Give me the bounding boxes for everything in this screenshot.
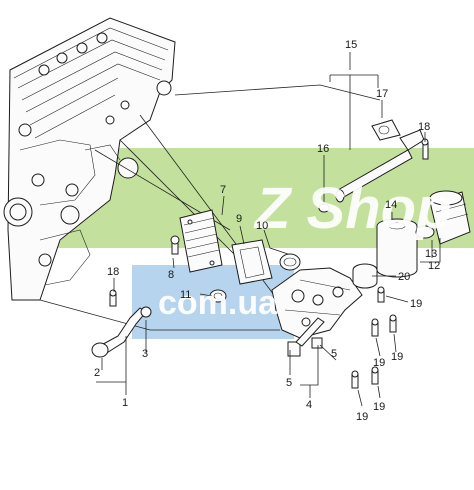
cap-20 <box>352 263 378 289</box>
oil-filter-housing <box>271 267 363 339</box>
callout-4: 4 <box>306 399 312 411</box>
fitting-4-5 <box>287 317 325 357</box>
callout-10: 10 <box>256 220 268 232</box>
oring-11 <box>209 289 227 303</box>
bolt-8 <box>170 235 180 255</box>
ref-line-top-border <box>174 84 381 101</box>
callout-5-b: 5 <box>286 377 292 389</box>
callout-18-top: 18 <box>418 121 430 133</box>
callout-18-left: 18 <box>107 266 119 278</box>
filter-element-14 <box>376 218 418 278</box>
filter-cap-12 <box>429 190 471 245</box>
callout-12: 12 <box>428 260 440 272</box>
bolts-19 <box>351 286 397 389</box>
pipe-16 <box>335 129 425 203</box>
callout-20: 20 <box>398 271 410 283</box>
engine-block <box>3 17 176 301</box>
callout-15: 15 <box>345 39 357 51</box>
oil-cooler <box>179 209 223 273</box>
callout-9: 9 <box>236 213 242 225</box>
callout-5-a: 5 <box>331 348 337 360</box>
callout-14: 14 <box>385 199 397 211</box>
gasket-9 <box>231 239 273 285</box>
callout-11: 11 <box>180 289 191 301</box>
callout-19-a: 19 <box>410 298 422 310</box>
watermark-domain-text: com.ua <box>158 284 278 322</box>
gasket-10 <box>279 253 301 271</box>
bolt-18-left <box>109 289 117 307</box>
callout-7: 7 <box>220 184 226 196</box>
callout-2: 2 <box>94 367 100 379</box>
callout-8: 8 <box>168 269 174 281</box>
watermark-shop-text: Z Shop <box>253 176 452 241</box>
leader-lines <box>96 52 441 407</box>
hose-assembly <box>91 306 152 358</box>
ref-line-left-lower <box>39 299 280 331</box>
oring-13 <box>415 225 435 239</box>
callout-19-b: 19 <box>373 357 385 369</box>
callout-3: 3 <box>142 348 148 360</box>
callout-17: 17 <box>376 88 388 100</box>
callout-19-e: 19 <box>356 411 368 423</box>
bracket-17 <box>371 119 401 141</box>
callout-19-c: 19 <box>391 351 403 363</box>
callout-16: 16 <box>317 143 329 155</box>
callout-19-d: 19 <box>373 401 385 413</box>
callout-13: 13 <box>425 248 437 260</box>
callout-1: 1 <box>122 397 128 409</box>
